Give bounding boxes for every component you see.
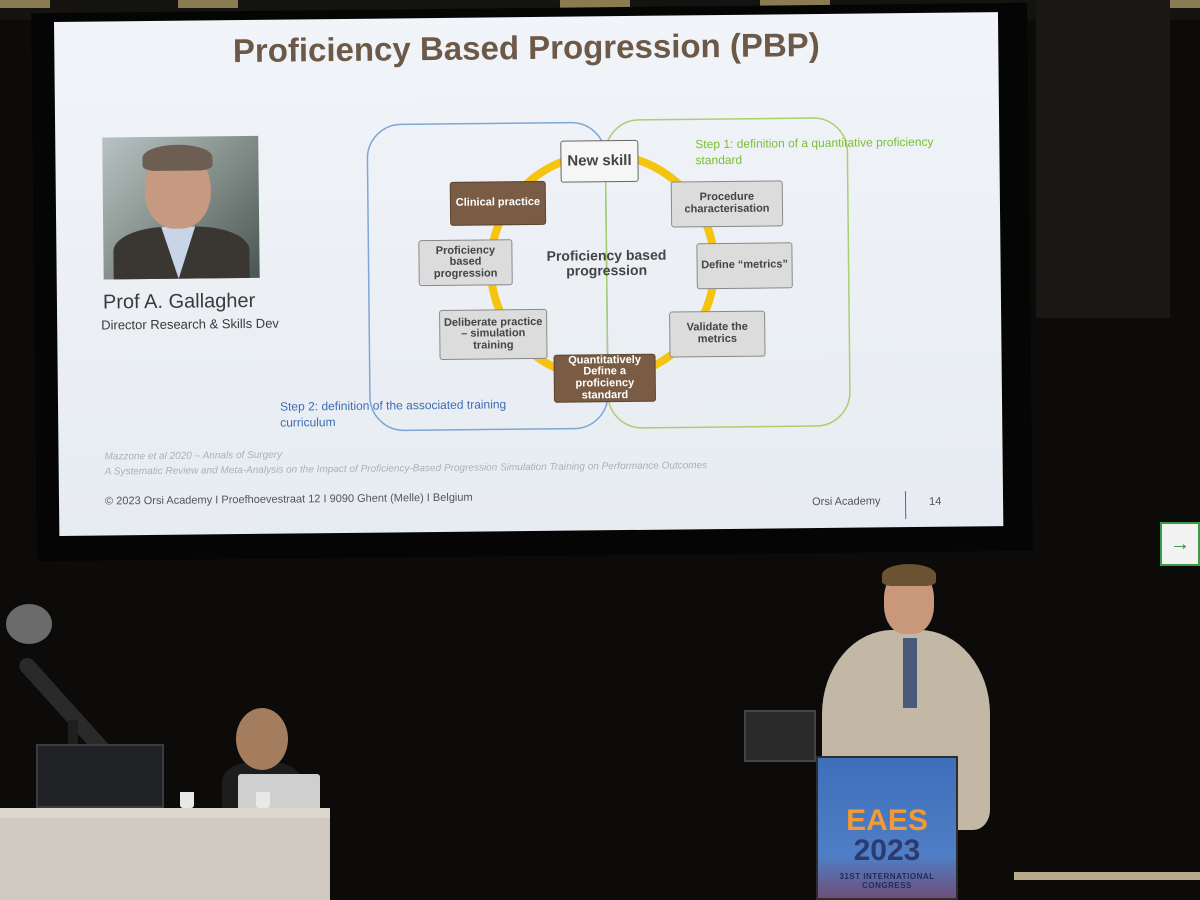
ceiling-light <box>0 0 50 8</box>
presentation-slide: Proficiency Based Progression (PBP) Prof… <box>54 12 1004 536</box>
slide-page-number: 14 <box>929 495 942 508</box>
node-proficiency-based-progression: Proficiency based progression <box>418 239 513 287</box>
stage-rail <box>1014 872 1200 880</box>
speaker-portrait <box>102 135 260 280</box>
cup <box>256 792 270 808</box>
lectern: EAES 2023 31ST INTERNATIONAL CONGRESS <box>816 756 958 900</box>
step1-label: Step 1: definition of a quantitative pro… <box>695 134 934 167</box>
cycle-center-label: Proficiency based progression <box>546 246 667 280</box>
lectern-year: 2023 <box>853 834 921 867</box>
node-new-skill: New skill <box>560 139 639 183</box>
professor-name: Prof A. Gallagher <box>102 289 256 314</box>
node-clinical-practice: Clinical practice <box>449 180 547 226</box>
seated-attendee <box>236 708 288 770</box>
node-procedure-characterisation: Procedure characterisation <box>670 180 784 228</box>
exit-sign-icon: → <box>1160 522 1200 566</box>
laptop <box>238 774 320 814</box>
node-define-metrics: Define “metrics” <box>696 242 793 290</box>
node-deliberate-practice: Deliberate practice – simulation trainin… <box>439 308 548 360</box>
running-person-icon: → <box>1170 532 1190 555</box>
node-validate-metrics: Validate the metrics <box>669 310 766 358</box>
speaker-hair <box>882 564 936 586</box>
ceiling-light <box>1150 0 1200 8</box>
podium-monitor <box>744 710 816 762</box>
ceiling-light <box>760 0 830 8</box>
front-desk <box>0 808 330 900</box>
desk-monitor <box>36 744 164 808</box>
step2-label: Step 2: definition of the associated tra… <box>279 397 507 430</box>
cup <box>180 792 194 808</box>
lectern-eaes: EAES <box>846 804 928 837</box>
step1-region <box>604 117 851 429</box>
slide-title: Proficiency Based Progression (PBP) <box>232 25 820 70</box>
microphone <box>6 604 52 644</box>
lectern-congress: 31ST INTERNATIONAL CONGRESS <box>839 872 935 890</box>
node-quantitatively-define: Quantitatively Define a proficiency stan… <box>553 353 657 403</box>
stage-panel <box>1036 0 1170 318</box>
footer-brand: Orsi Academy <box>812 495 881 509</box>
professor-role: Director Research & Skills Dev <box>101 315 279 333</box>
slide-footer: © 2023 Orsi Academy I Proefhoevestraat 1… <box>104 491 473 508</box>
footer-divider <box>904 491 907 520</box>
ceiling-light <box>560 0 630 8</box>
ceiling-light <box>178 0 238 8</box>
speaker-tie <box>903 638 917 708</box>
citation: Mazzone et al 2020 – Annals of Surgery A… <box>104 443 708 479</box>
